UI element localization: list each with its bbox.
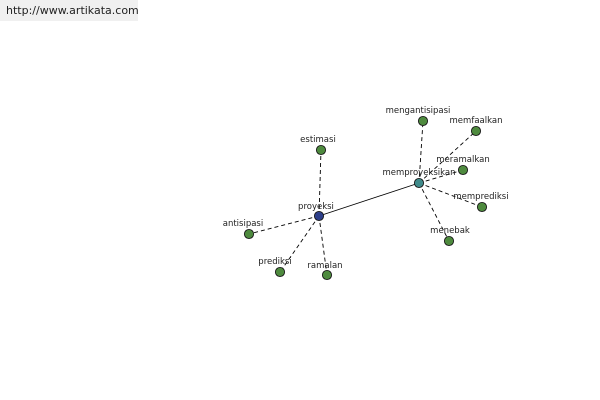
edge-memproyeksikan-meramalkan: [418, 169, 464, 184]
node-label-menebak[interactable]: menebak: [430, 226, 470, 236]
edge-proyeksi-ramalan: [318, 215, 328, 276]
edge-memproyeksikan-memprediksi: [418, 182, 483, 208]
node-antisipasi[interactable]: [243, 228, 255, 240]
node-proyeksi[interactable]: [313, 210, 325, 222]
source-url-banner: http://www.artikata.com: [0, 0, 139, 21]
edge-proyeksi-memproyeksikan: [318, 182, 420, 217]
node-memprediksi[interactable]: [476, 201, 488, 213]
edge-proyeksi-antisipasi: [248, 215, 320, 235]
edge-proyeksi-prediksi: [279, 215, 320, 273]
node-label-meramalkan[interactable]: meramalkan: [436, 155, 489, 165]
edge-memproyeksikan-mengantisipasi: [418, 120, 424, 184]
edge-memproyeksikan-memfaalkan: [418, 130, 477, 184]
nodes-layer: proyeksi memproyeksikan estimasi antisipasi…: [223, 106, 509, 281]
node-label-antisipasi[interactable]: antisipasi: [223, 219, 263, 229]
node-menebak[interactable]: [443, 235, 455, 247]
node-label-memfaalkan[interactable]: memfaalkan: [450, 116, 503, 126]
edge-memproyeksikan-menebak: [418, 182, 450, 242]
node-mengantisipasi[interactable]: [417, 115, 429, 127]
source-url-text: http://www.artikata.com: [6, 4, 139, 17]
node-estimasi[interactable]: [315, 144, 327, 156]
node-label-prediksi[interactable]: prediksi: [258, 257, 291, 267]
node-label-proyeksi[interactable]: proyeksi: [298, 202, 334, 212]
node-memproyeksikan[interactable]: [413, 177, 425, 189]
node-label-ramalan[interactable]: ramalan: [307, 261, 342, 271]
node-memfaalkan[interactable]: [470, 125, 482, 137]
node-ramalan[interactable]: [321, 269, 333, 281]
node-label-memprediksi[interactable]: memprediksi: [453, 192, 508, 202]
node-meramalkan[interactable]: [457, 164, 469, 176]
node-label-memproyeksikan[interactable]: memproyeksikan: [382, 168, 455, 178]
node-label-estimasi[interactable]: estimasi: [300, 135, 336, 145]
edges-layer: [248, 120, 483, 276]
node-label-mengantisipasi[interactable]: mengantisipasi: [386, 106, 451, 116]
node-prediksi[interactable]: [274, 266, 286, 278]
